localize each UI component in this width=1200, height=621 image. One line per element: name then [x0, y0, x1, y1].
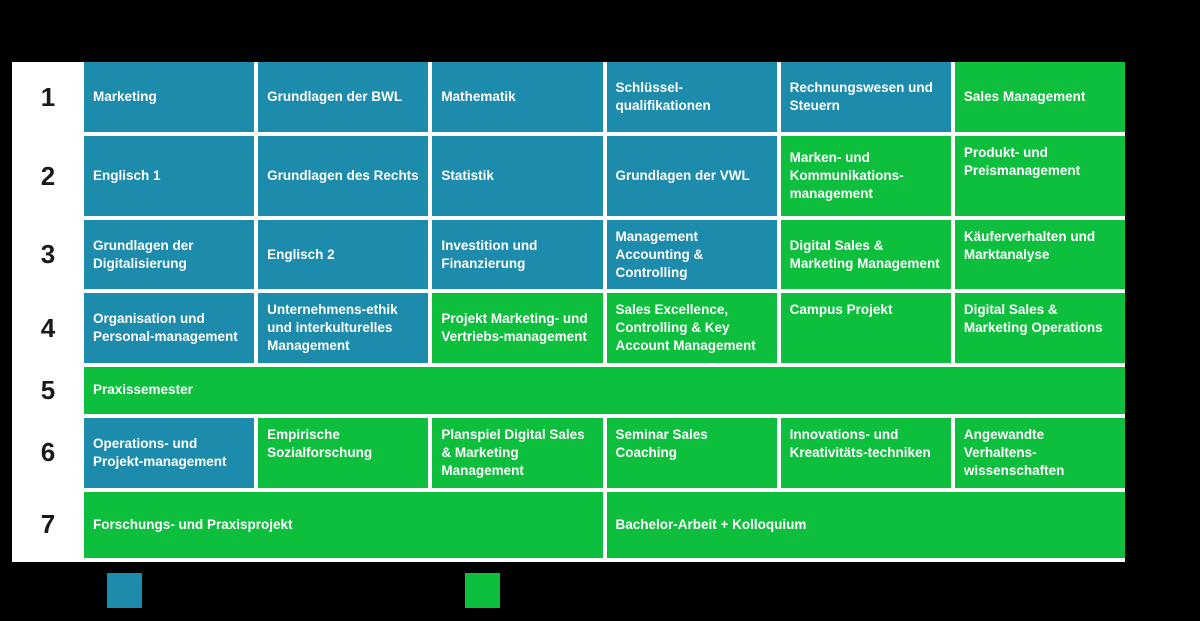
module-card[interactable]: Rechnungswesen und Steuern — [780, 62, 951, 132]
module-card[interactable]: Grundlagen des Rechts — [258, 136, 429, 216]
module-card[interactable]: Schlüssel-qualifikationen — [606, 62, 777, 132]
legend-swatch-teal — [107, 573, 142, 608]
module-track: Praxissemester — [84, 366, 1125, 414]
legend-entry — [465, 573, 512, 608]
module-card[interactable]: Bachelor-Arbeit + Kolloquium — [606, 491, 1125, 558]
module-card[interactable]: Englisch 2 — [258, 220, 429, 290]
module-card[interactable]: Organisation und Personal-management — [84, 293, 255, 363]
module-card[interactable]: Grundlagen der BWL — [258, 62, 429, 132]
module-card[interactable]: Praxissemester — [84, 366, 1125, 414]
module-card[interactable]: Projekt Marketing- und Vertriebs-managem… — [432, 293, 603, 363]
semester-number: 7 — [12, 491, 84, 558]
module-card[interactable]: Statistik — [432, 136, 603, 216]
module-card[interactable]: Mathematik — [432, 62, 603, 132]
module-card[interactable]: Produkt- und Preismanagement — [954, 136, 1125, 216]
semester-number: 3 — [12, 220, 84, 290]
module-card[interactable]: Digital Sales & Marketing Operations — [954, 293, 1125, 363]
module-card[interactable]: Grundlagen der Digitalisierung — [84, 220, 255, 290]
module-card[interactable]: Empirische Sozialforschung — [258, 417, 429, 488]
module-card[interactable]: Angewandte Verhaltens-wissenschaften — [954, 417, 1125, 488]
module-card[interactable]: Käuferverhalten und Marktanalyse — [954, 220, 1125, 290]
module-card[interactable]: Campus Projekt — [780, 293, 951, 363]
semester-number: 5 — [12, 366, 84, 414]
module-card[interactable]: Innovations- und Kreativitäts-techniken — [780, 417, 951, 488]
module-card[interactable]: Sales Management — [954, 62, 1125, 132]
module-card[interactable]: Grundlagen der VWL — [606, 136, 777, 216]
semester-number: 6 — [12, 417, 84, 488]
semester-number: 2 — [12, 136, 84, 216]
module-card[interactable]: Englisch 1 — [84, 136, 255, 216]
module-card[interactable]: Sales Excellence, Controlling & Key Acco… — [606, 293, 777, 363]
module-card[interactable]: Digital Sales & Marketing Management — [780, 220, 951, 290]
legend-entry — [107, 573, 154, 608]
module-card[interactable]: Forschungs- und Praxisprojekt — [84, 491, 603, 558]
legend-swatch-green — [465, 573, 500, 608]
semester-number: 4 — [12, 293, 84, 363]
module-card[interactable]: Planspiel Digital Sales & Marketing Mana… — [432, 417, 603, 488]
module-card[interactable]: Investition und Finanzierung — [432, 220, 603, 290]
module-card[interactable]: Seminar Sales Coaching — [606, 417, 777, 488]
module-card[interactable]: Marketing — [84, 62, 255, 132]
module-card[interactable]: Management Accounting & Controlling — [606, 220, 777, 290]
semester-number: 1 — [12, 62, 84, 132]
legend — [12, 573, 1125, 617]
module-card[interactable]: Operations- und Projekt-management — [84, 417, 255, 488]
module-card[interactable]: Marken- und Kommunikations-management — [780, 136, 951, 216]
module-card[interactable]: Unternehmens-ethik und interkulturelles … — [258, 293, 429, 363]
